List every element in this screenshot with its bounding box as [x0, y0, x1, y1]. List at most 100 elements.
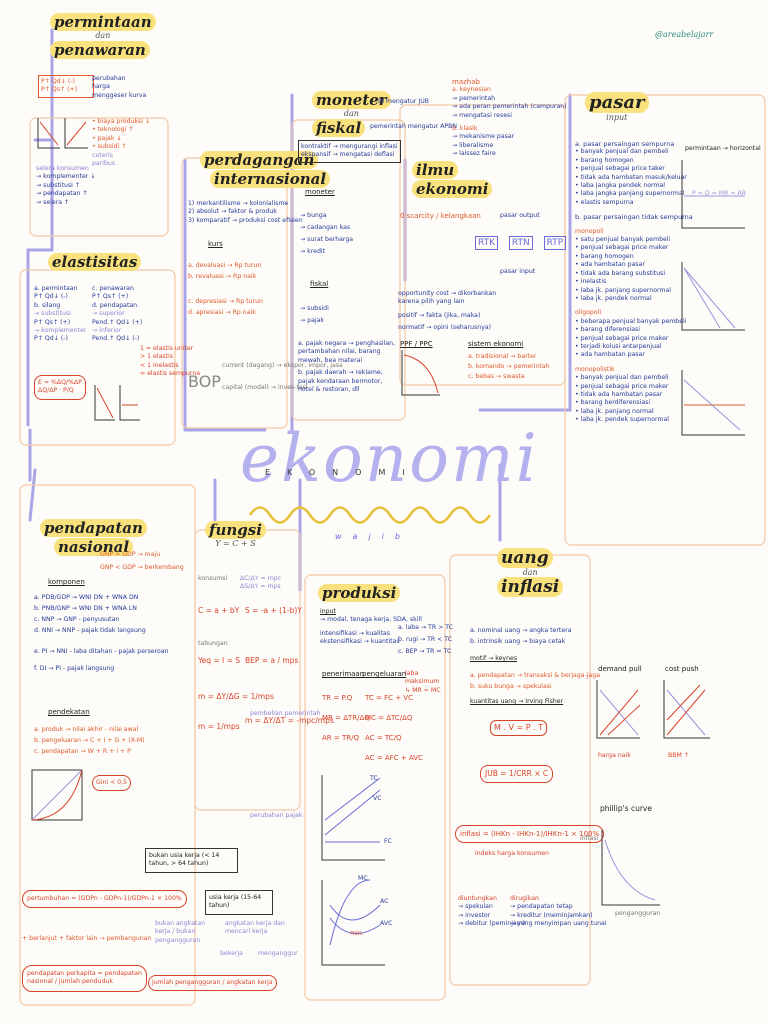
- factor: → selera ↑: [36, 198, 70, 206]
- uang-title: uang dan inflasi: [497, 548, 564, 597]
- moneter-title-text: moneter: [312, 91, 391, 109]
- kurs: c. depresiasi → Rp turun: [188, 297, 263, 305]
- bop: current (dagang) → ekspor, impor, jasa: [222, 362, 343, 369]
- produksi-input: input → modal, tenaga kerja, SDA, skill …: [320, 608, 422, 647]
- law-demand: P↑ Qd↓ (-): [41, 78, 75, 85]
- elastisitas-title-text: elastisitas: [48, 253, 142, 271]
- el-item: Pend.↑ Qd↓ (+): [92, 318, 143, 326]
- fungsi-notes: ΔC/ΔY = mpc ΔS/ΔY = mps: [240, 575, 281, 592]
- moneter-item: → surat berharga: [300, 236, 354, 243]
- komponen-heading: komponen: [48, 578, 85, 586]
- produksi-formula: AC = AFC + AVC: [365, 754, 423, 762]
- rtp-box: RTP: [543, 236, 567, 250]
- fungsi-item: C = a + bY: [198, 606, 240, 615]
- center-spaced-title: EKONOMI: [265, 468, 422, 477]
- pasar-item: • laba jk. panjang normal: [575, 407, 654, 415]
- sistem-item: c. bebas → swasta: [468, 373, 525, 380]
- pendekatan-list: a. produk → nilai akhir - nilai awal b. …: [34, 724, 145, 757]
- elastisitas-types: 1 = elastis uniter > 1 elastis < 1 inela…: [140, 345, 200, 379]
- angkatan-kerja: angkatan kerja dan mencari kerja: [225, 920, 285, 936]
- usia-kerja: usia kerja (15-64 tahun): [205, 890, 273, 915]
- opportunity-cost: opportunity cost → dikorbankan karena pi…: [398, 290, 497, 306]
- uang-conj: dan: [522, 568, 538, 577]
- note-line: menggeser kurva: [92, 91, 147, 99]
- pajak-notes: a. pajak negara → penghasilan, pertambah…: [298, 340, 398, 394]
- factor: → pendapatan ↑: [36, 190, 88, 198]
- min-label: min.: [350, 930, 364, 937]
- ihk-note: indeks harga konsumen: [475, 850, 549, 857]
- mazhab-item: → liberalisme: [452, 141, 494, 149]
- permintaan-title: permintaan dan penawaran: [50, 12, 156, 59]
- input-heading: input: [320, 608, 336, 615]
- positif: positif → fakta (jika, maka): [398, 312, 481, 319]
- mc-label: MC: [358, 875, 368, 882]
- produksi-formula: TR = P.Q: [322, 694, 353, 702]
- pasar-sempurna: a. pasar persaingan sempurna • banyak pe…: [575, 140, 693, 425]
- el-item: a. permintaan: [34, 285, 78, 292]
- perdagangan-title2: internasional: [210, 170, 331, 188]
- fungsi-note: pembelian pemerintah: [250, 710, 321, 717]
- pasar-item: • laba jangka panjang supernormal: [575, 190, 685, 198]
- center-title-block: ekonomi EKONOMI wajib: [240, 420, 537, 541]
- kurs-list: a. devaluasi → Rp turun b. revaluasi → R…: [188, 262, 263, 318]
- phillips-x-label: pengangguran: [615, 910, 661, 917]
- normatif: normatif → opini (seharusnya): [398, 324, 492, 332]
- permintaan-title2: penawaran: [50, 41, 150, 59]
- permintaan-law-box: P↑ Qd↓ (-) P↑ Qs↑ (+): [38, 75, 94, 98]
- dirugikan-heading: dirugikan: [510, 895, 539, 902]
- diuntungkan-heading: diuntungkan: [458, 895, 497, 902]
- ilmu-title-text: ilmu: [412, 161, 459, 179]
- pasar-item: • banyak penjual dan pembeli: [575, 148, 669, 156]
- pajak-note: a. pajak negara → penghasilan, pertambah…: [298, 340, 396, 364]
- biaya-item: a. laba → TR > TC: [398, 624, 454, 631]
- gini-box: Gini < 0,5: [92, 775, 132, 792]
- pasar-item: • ada hambatan pasar: [575, 351, 645, 359]
- note-line: harga: [92, 83, 110, 91]
- el-item: P↑ Qd↓ (-): [34, 293, 68, 301]
- elastisitas-left: a. permintaan P↑ Qd↓ (-) b. silang → sub…: [34, 285, 86, 344]
- el-item: Pend.↑ Qd↓ (-): [92, 335, 140, 343]
- bukan-usia-kerja: bukan usia kerja (< 14 tahun, > 64 tahun…: [145, 848, 238, 873]
- pendapatan-title2: nasional: [54, 538, 134, 556]
- biaya-item: c. BEP → TR = TC: [398, 648, 452, 655]
- pajak-note: b. pajak daerah → reklame, pajak kendara…: [298, 369, 383, 394]
- moneter-item: → kredit: [300, 248, 326, 255]
- dirugikan-item: → yang menyimpan uang tunai: [510, 920, 607, 928]
- elastisitas-right: c. penawaran P↑ Qs↑ (+) d. pendapatan → …: [92, 285, 142, 344]
- permintaan-conj: dan: [95, 31, 111, 40]
- ilmu-title: ilmu ekonomi: [412, 160, 493, 198]
- pasar-output-label: pasar output: [500, 212, 540, 219]
- rtn-box: RTN: [508, 236, 533, 250]
- moneter-heading: moneter: [305, 188, 335, 196]
- rtk-box: RTK: [475, 236, 498, 250]
- ekstensifikasi: ekstensifikasi → kuantitas: [320, 638, 400, 646]
- moneter-item: → cadangan kas: [300, 224, 351, 231]
- elastisitas-formula: E = %ΔQ/%ΔP ΔQ/ΔP · P/Q: [34, 375, 86, 400]
- pendekatan-item: c. pendapatan → W + R + i + P: [34, 748, 131, 755]
- shift-item: • subsidi ↑: [92, 143, 127, 151]
- phillips-y-label: inflasi: [580, 835, 599, 842]
- bekerja: bekerja: [220, 950, 243, 957]
- laba-maksimum: laba maksimum ↳ MR = MC: [405, 670, 441, 694]
- pendapatan-title: pendapatan nasional: [40, 518, 147, 556]
- menganggur: menganggur: [258, 950, 298, 957]
- diuntungkan-item: → investor: [458, 911, 491, 919]
- produksi-formula: AR = TR/Q: [322, 734, 359, 742]
- pengeluaran-heading: pengeluaran: [362, 670, 407, 678]
- el-item: P↑ Qd↓ (-): [34, 335, 68, 343]
- bop: capital (modal) → inves-tasi: [222, 384, 308, 392]
- fungsi-sub: Y = C + S: [215, 539, 256, 548]
- rtk-flow: RTK RTN RTP: [475, 236, 567, 250]
- fiskal-item: → subsidi: [300, 305, 329, 312]
- mazhab-item: → ada peran pemerintah (campuran): [452, 103, 567, 111]
- komponen-item: c. NNP → GNP - penyusutan: [34, 616, 120, 623]
- pasar-tidak-heading: b. pasar persaingan tidak sempurna: [575, 213, 693, 222]
- pasar-item: • elastis sempurna: [575, 198, 634, 206]
- el-type: > 1 elastis: [140, 353, 173, 361]
- permintaan-shift: • biaya produksi ↓ • teknologi ↑ • pajak…: [92, 118, 150, 168]
- el-item: → superior: [92, 310, 125, 318]
- pasar-title-text: pasar: [585, 92, 649, 113]
- kurs: a. devaluasi → Rp turun: [188, 262, 262, 269]
- gnp-item: GNP < GDP → berkembang: [100, 564, 184, 571]
